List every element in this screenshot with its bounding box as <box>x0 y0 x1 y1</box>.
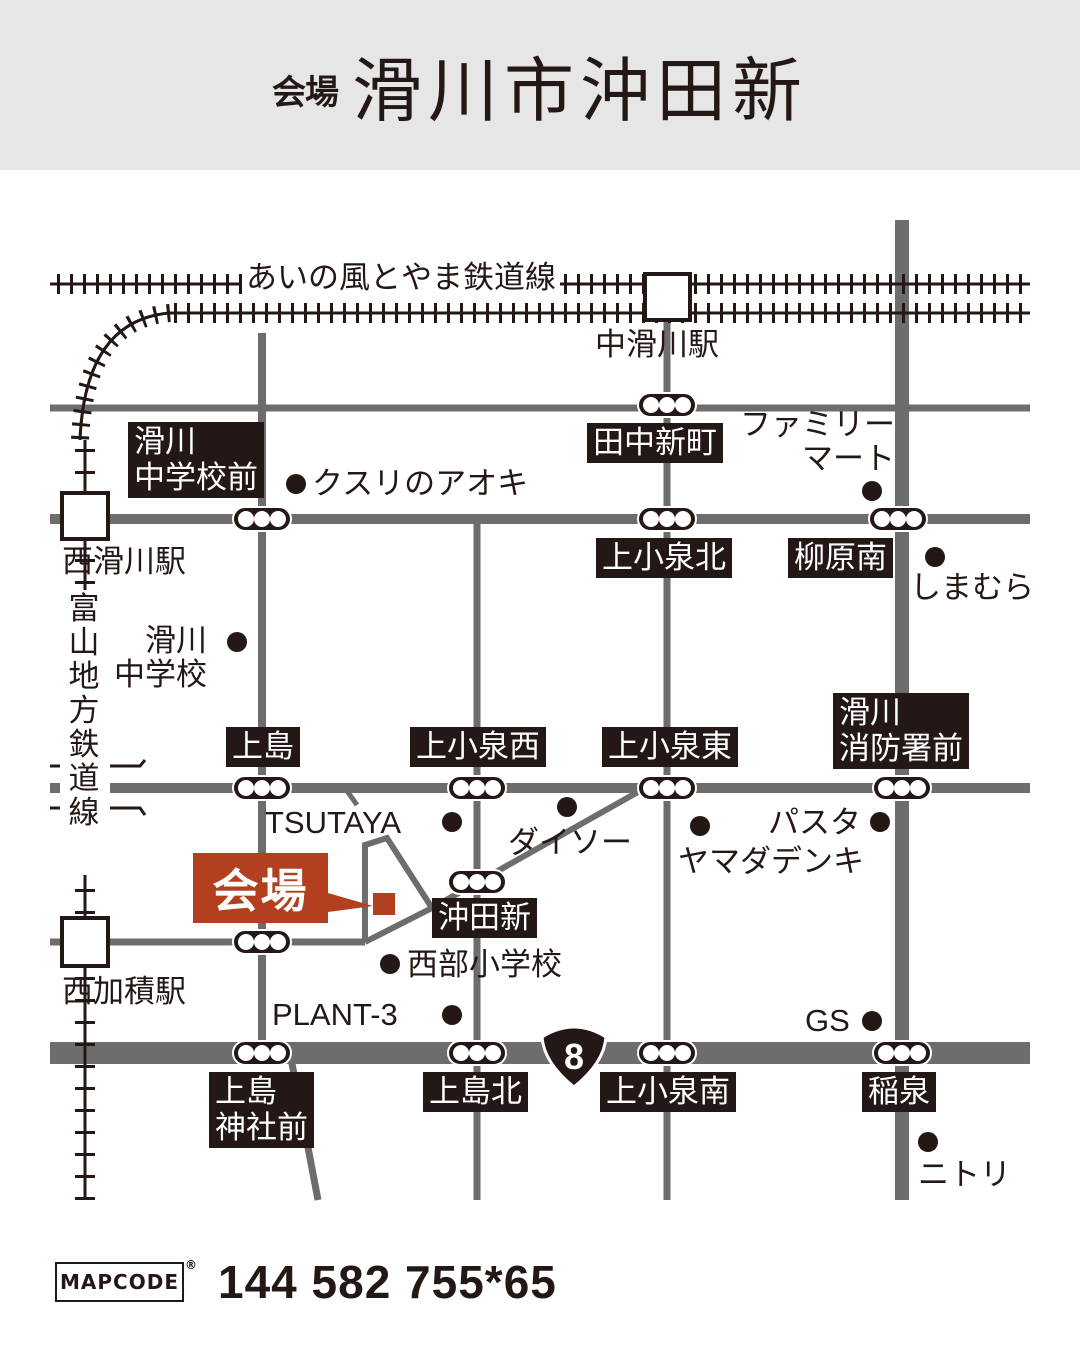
station-markers <box>60 272 692 968</box>
header-banner: 会場 滑川市沖田新 <box>0 0 1080 170</box>
traffic-signal-icon <box>637 1040 697 1066</box>
page-title: 滑川市沖田新 <box>352 49 808 132</box>
intersection-kamijima-kita: 上島北 <box>423 1072 528 1112</box>
poi-namerikawa-chugakko: 滑川 中学校 <box>114 623 207 693</box>
mapcode-logo: MAPCODE ® <box>55 1258 197 1302</box>
poi-dots <box>227 474 945 1152</box>
traffic-signal-icon <box>872 1040 932 1066</box>
traffic-signal-icon <box>447 1040 507 1066</box>
intersection-shobosho-mae: 滑川 消防署前 <box>833 693 969 769</box>
intersection-namerikawa-chugakko-mae: 滑川 中学校前 <box>128 422 264 498</box>
intersection-tanaka-shinmachi: 田中新町 <box>587 423 723 463</box>
mapcode-footer: MAPCODE ® 144 582 755*65 <box>55 1255 557 1309</box>
traffic-signal-icon <box>868 506 928 532</box>
mapcode-value: 144 582 755*65 <box>218 1256 557 1308</box>
station-nishi-namerikawa-icon <box>60 491 110 541</box>
station-naka-namerikawa-icon <box>643 272 692 322</box>
intersection-kamikoizumi-nishi: 上小泉西 <box>410 727 546 767</box>
header-prefix: 会場 <box>272 72 339 113</box>
station-nishi-kazumi: 西加積駅 <box>62 974 186 1010</box>
poi-gs: GS <box>805 1003 850 1038</box>
intersection-okitashin: 沖田新 <box>432 898 537 938</box>
route-8-shield: 8 <box>540 1025 608 1089</box>
traffic-signal-icon <box>637 392 697 418</box>
railway-label-chitetsu: 富山地方鉄道線 <box>68 591 100 831</box>
intersection-kamikoizumi-minami: 上小泉南 <box>600 1072 736 1112</box>
poi-tsutaya: TSUTAYA <box>265 805 402 840</box>
traffic-signal-icon <box>637 506 697 532</box>
traffic-signal-icon <box>637 775 697 801</box>
traffic-signal-icon <box>232 929 292 955</box>
intersection-kamikoizumi-kita: 上小泉北 <box>596 538 732 578</box>
poi-plant3: PLANT-3 <box>272 997 398 1032</box>
poi-daiso: ダイソー <box>508 825 632 861</box>
poi-seibu-shogakko: 西部小学校 <box>407 947 562 983</box>
poi-pasta: パスタ <box>768 805 861 841</box>
poi-kusuri-aoki: クスリのアオキ <box>312 466 529 502</box>
venue-pointer <box>328 893 373 912</box>
traffic-signal-icon <box>232 506 292 532</box>
railway-label-ainokaze: あいの風とやま鉄道線 <box>242 261 560 295</box>
traffic-signal-icon <box>232 1040 292 1066</box>
station-nishi-namerikawa: 西滑川駅 <box>62 544 186 580</box>
venue-marker <box>373 893 395 915</box>
traffic-signal-icon <box>232 775 292 801</box>
intersection-kamijima: 上島 <box>226 727 300 767</box>
route-number: 8 <box>564 1036 584 1077</box>
intersection-yanagihara-minami: 柳原南 <box>788 538 893 578</box>
poi-familymart: ファミリー マート <box>740 407 895 477</box>
traffic-signals <box>232 392 932 1066</box>
traffic-signal-icon <box>447 869 507 895</box>
venue-label: 会場 <box>193 853 328 923</box>
intersection-kamikoizumi-higashi: 上小泉東 <box>602 727 738 767</box>
intersection-kamijima-jinja-mae: 上島 神社前 <box>209 1072 314 1148</box>
registered-mark: ® <box>185 1258 198 1272</box>
traffic-signal-icon <box>447 775 507 801</box>
station-nishi-kazumi-icon <box>60 916 110 968</box>
traffic-signal-icon <box>872 775 932 801</box>
mapcode-logo-text: MAPCODE <box>60 1270 179 1294</box>
intersection-inazumi: 稲泉 <box>862 1072 936 1112</box>
poi-shimamura: しまむら <box>910 570 1034 606</box>
road-tsutaya-spur <box>342 786 360 807</box>
road-venue-loop <box>362 834 437 945</box>
station-naka-namerikawa: 中滑川駅 <box>595 327 719 363</box>
poi-nitori: ニトリ <box>918 1157 1011 1193</box>
poi-yamada-denki: ヤマダデンキ <box>678 844 864 880</box>
